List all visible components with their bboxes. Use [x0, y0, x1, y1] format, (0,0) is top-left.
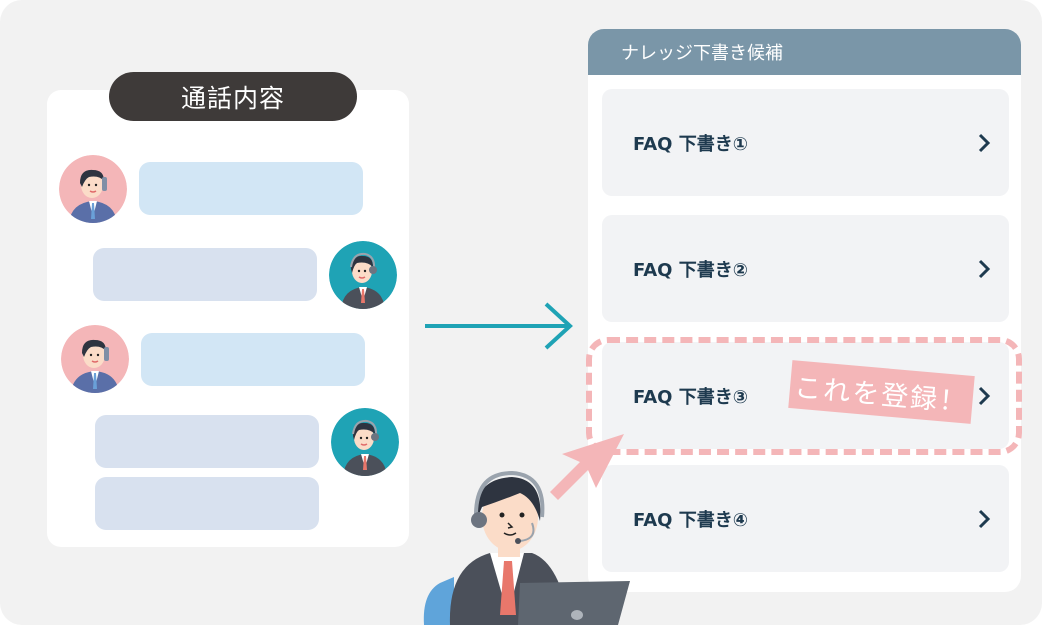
operator-message-bubble: [93, 248, 317, 301]
operator-avatar: [331, 408, 399, 476]
knowledge-panel-header: ナレッジ下書き候補: [588, 29, 1021, 75]
customer-message-bubble: [139, 162, 363, 215]
knowledge-draft-panel: ナレッジ下書き候補 FAQ 下書き① FAQ 下書き② FAQ 下書き③ FAQ…: [588, 29, 1021, 592]
highlight-frame: [586, 337, 1022, 455]
chevron-right-icon: [978, 386, 991, 405]
pointer-arrow-icon: [550, 434, 624, 500]
arrow-right-icon: [425, 302, 573, 350]
customer-on-phone-icon: [59, 155, 127, 223]
operator-message-bubble: [95, 477, 319, 530]
customer-on-phone-icon: [61, 325, 129, 393]
operator-message-bubble: [95, 415, 319, 468]
faq-draft-item[interactable]: FAQ 下書き④: [602, 465, 1009, 572]
customer-avatar: [59, 155, 127, 223]
call-content-title: 通話内容: [109, 72, 357, 121]
chevron-right-icon: [978, 509, 991, 528]
operator-illustration: [423, 470, 630, 625]
faq-draft-item[interactable]: FAQ 下書き①: [602, 89, 1009, 196]
customer-avatar: [61, 325, 129, 393]
operator-headset-icon: [329, 241, 397, 309]
customer-message-bubble: [141, 333, 365, 386]
faq-draft-label: FAQ 下書き③: [633, 386, 748, 408]
operator-avatar: [329, 241, 397, 309]
faq-draft-label: FAQ 下書き②: [633, 259, 748, 281]
faq-draft-label: FAQ 下書き④: [633, 509, 748, 531]
chevron-right-icon: [978, 133, 991, 152]
knowledge-panel-title: ナレッジ下書き候補: [621, 43, 783, 64]
chevron-right-icon: [978, 259, 991, 278]
faq-draft-label: FAQ 下書き①: [633, 133, 748, 155]
faq-draft-item[interactable]: FAQ 下書き②: [602, 215, 1009, 322]
operator-headset-icon: [331, 408, 399, 476]
